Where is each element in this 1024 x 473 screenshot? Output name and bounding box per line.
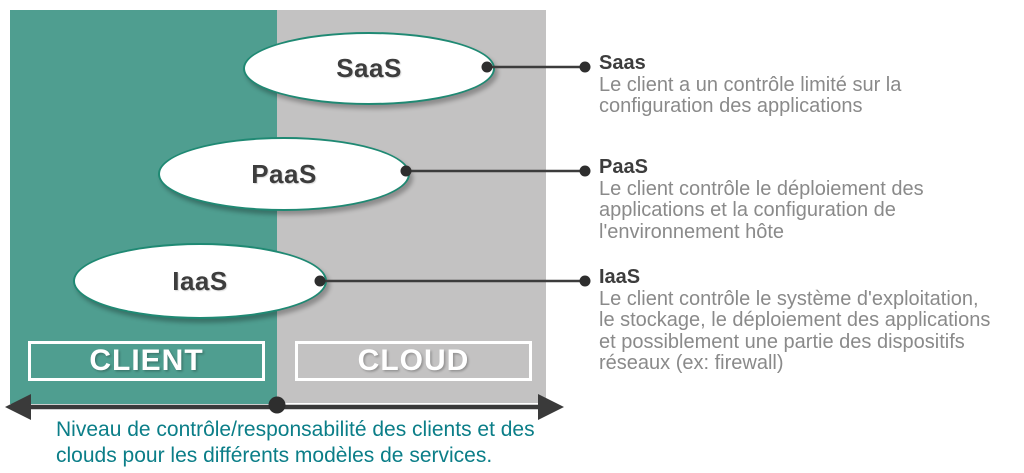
axis-caption: Niveau de contrôle/responsabilité des cl…: [56, 417, 535, 469]
legend-saas-line: Le client a un contrôle limité sur la: [599, 73, 902, 96]
legend-paas-line: applications et la configuration de: [599, 199, 896, 221]
saas-ellipse-label: SaaS: [336, 53, 402, 83]
legend-saas-line: configuration des applications: [599, 95, 863, 117]
saas-ellipse: SaaS: [243, 32, 495, 105]
iaas-connector-dot-right: [579, 275, 591, 287]
cloud-label: CLOUD: [357, 344, 470, 377]
axis-caption-line1: Niveau de contrôle/responsabilité des cl…: [56, 418, 535, 441]
legend-iaas-line: et possiblement une partie des dispositi…: [599, 330, 965, 353]
legend-iaas-line: Le client contrôle le système d'exploita…: [599, 287, 979, 310]
axis-caption-line2: clouds pour les différents modèles de se…: [56, 444, 493, 467]
client-label-box: CLIENT: [28, 341, 265, 381]
legend-saas-title: Saas: [599, 52, 646, 74]
legend-iaas-line: réseaux (ex: firewall): [599, 352, 784, 374]
legend-iaas-line: le stockage, le déploiement des applicat…: [599, 309, 991, 331]
iaas-ellipse: IaaS: [73, 243, 327, 319]
legend-item-iaas: IaaS Le client contrôle le système d'exp…: [599, 266, 1024, 375]
client-label: CLIENT: [89, 344, 204, 377]
legend-item-paas: PaaS Le client contrôle le déploiement d…: [599, 156, 1024, 243]
legend-paas-title: PaaS: [599, 156, 648, 178]
cloud-label-box: CLOUD: [295, 341, 532, 381]
iaas-ellipse-label: IaaS: [172, 265, 228, 296]
legend-paas-line: l'environnement hôte: [599, 220, 785, 243]
paas-ellipse-label: PaaS: [251, 158, 317, 189]
legend-paas-line: Le client contrôle le déploiement des: [599, 177, 924, 200]
paas-ellipse: PaaS: [158, 137, 410, 211]
legend-iaas-title: IaaS: [599, 266, 641, 288]
paas-connector-dot-right: [579, 165, 591, 177]
legend-item-saas: Saas Le client a un contrôle limité sur …: [599, 52, 1024, 118]
saas-connector-dot-right: [579, 61, 591, 73]
